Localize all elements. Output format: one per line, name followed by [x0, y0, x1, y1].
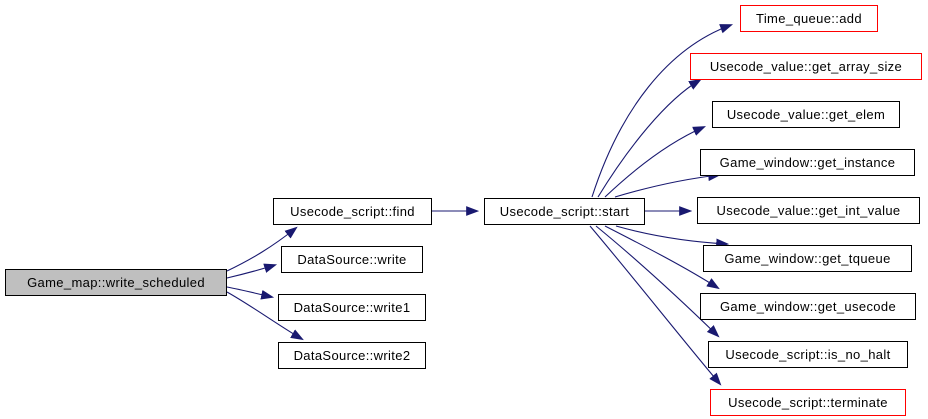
- graph-node-get-int-value[interactable]: Usecode_value::get_int_value: [697, 197, 920, 224]
- graph-node-write1[interactable]: DataSource::write1: [278, 294, 426, 321]
- graph-node-start[interactable]: Usecode_script::start: [484, 198, 645, 225]
- node-label: Usecode_value::get_array_size: [709, 59, 903, 74]
- node-label: Usecode_script::start: [499, 204, 630, 219]
- node-label: DataSource::write: [297, 252, 407, 267]
- edge-write-scheduled-to-write1: [226, 286, 275, 300]
- node-label: Game_window::get_instance: [719, 155, 896, 170]
- edge-write-scheduled-to-find: [226, 226, 298, 272]
- edge-start-to-terminate: [589, 225, 722, 386]
- edge-write-scheduled-to-write: [226, 263, 278, 279]
- edge-start-to-get-instance: [614, 171, 722, 198]
- node-label: Usecode_script::find: [290, 204, 415, 219]
- node-label: Time_queue::add: [756, 11, 862, 26]
- node-label: Usecode_script::is_no_halt: [725, 347, 891, 362]
- edge-write-scheduled-to-write2: [226, 291, 304, 341]
- node-label: Game_window::get_usecode: [719, 299, 897, 314]
- node-label: Usecode_script::terminate: [728, 395, 888, 410]
- node-label: Game_map::write_scheduled: [27, 275, 205, 290]
- edge-start-to-is-no-halt: [595, 225, 720, 338]
- graph-node-get-instance[interactable]: Game_window::get_instance: [700, 149, 915, 176]
- node-label: Usecode_value::get_int_value: [716, 203, 901, 218]
- graph-node-add[interactable]: Time_queue::add: [740, 5, 878, 32]
- graph-node-find[interactable]: Usecode_script::find: [273, 198, 432, 225]
- edge-start-to-get-array-size: [597, 78, 702, 198]
- graph-node-terminate[interactable]: Usecode_script::terminate: [710, 389, 906, 416]
- node-label: DataSource::write2: [293, 348, 411, 363]
- edge-start-to-get-usecode: [604, 225, 720, 290]
- graph-node-get-elem[interactable]: Usecode_value::get_elem: [712, 101, 900, 128]
- node-label: DataSource::write1: [293, 300, 411, 315]
- graph-node-get-tqueue[interactable]: Game_window::get_tqueue: [703, 245, 912, 272]
- graph-node-write2[interactable]: DataSource::write2: [278, 342, 426, 369]
- edge-start-to-add: [591, 24, 734, 198]
- edge-start-to-get-tqueue: [615, 225, 730, 249]
- graph-node-is-no-halt[interactable]: Usecode_script::is_no_halt: [708, 341, 908, 368]
- graph-node-get-array-size[interactable]: Usecode_value::get_array_size: [690, 53, 922, 80]
- graph-node-get-usecode[interactable]: Game_window::get_usecode: [700, 293, 916, 320]
- graph-node-write[interactable]: DataSource::write: [281, 246, 423, 273]
- graph-node-write-scheduled: Game_map::write_scheduled: [5, 269, 227, 296]
- node-label: Usecode_value::get_elem: [726, 107, 886, 122]
- node-label: Game_window::get_tqueue: [724, 251, 891, 266]
- edge-start-to-get-elem: [604, 126, 706, 198]
